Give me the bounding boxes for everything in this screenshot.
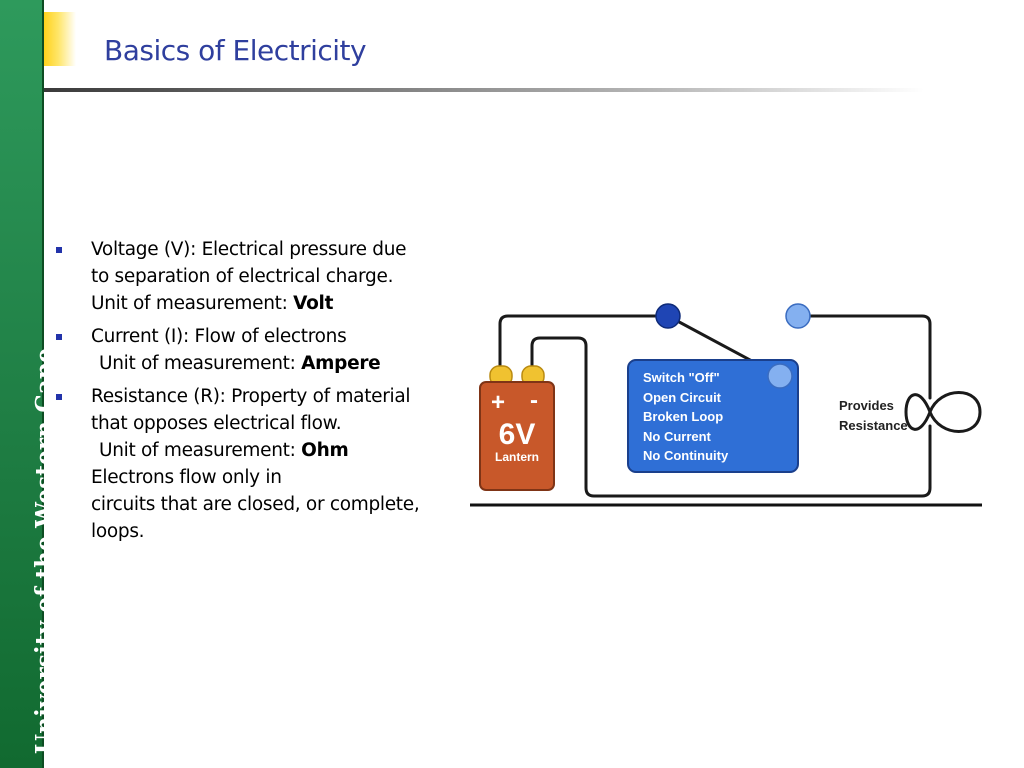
bullet-line: Voltage (V): Electrical pressure due	[91, 239, 407, 260]
bullet-square-icon	[56, 394, 62, 400]
wire-top-left	[498, 314, 670, 386]
battery: + - 6V Lantern	[479, 365, 555, 491]
battery-body	[479, 381, 555, 491]
battery-voltage-label: 6V	[499, 418, 536, 451]
wire-top-right	[796, 314, 932, 400]
title-divider	[44, 88, 924, 92]
switch-label-line: Broken Loop	[643, 409, 723, 424]
resistor-label-line: Provides	[839, 398, 894, 413]
bullet-line: Resistance (R): Property of material	[91, 386, 411, 407]
switch-contact-left	[655, 303, 681, 329]
bullet-line: Unit of measurement: Ampere	[99, 353, 381, 374]
bullet-line: Electrons flow only in	[91, 467, 282, 488]
bullet-line: Unit of measurement: Ohm	[99, 440, 349, 461]
battery-plus-label: +	[491, 389, 505, 416]
title-accent-bar	[44, 12, 76, 66]
bullet-line: that opposes electrical flow.	[91, 413, 342, 434]
bullet-voltage: Voltage (V): Electrical pressure due to …	[54, 236, 464, 317]
switch-label-line: Open Circuit	[643, 390, 722, 405]
bullet-line: to separation of electrical charge.	[91, 266, 394, 287]
bullet-current: Current (I): Flow of electrons Unit of m…	[54, 323, 464, 377]
battery-minus-label: -	[530, 387, 538, 414]
resistor-label-line: Resistance	[839, 418, 908, 433]
unit-volt: Volt	[293, 293, 334, 314]
bullet-resistance: Resistance (R): Property of material tha…	[54, 383, 464, 545]
switch-box	[627, 359, 799, 473]
resistor-loop	[904, 391, 982, 433]
bullet-line: loops.	[91, 521, 145, 542]
slide-title: Basics of Electricity	[104, 34, 367, 67]
switch-contact-right	[785, 303, 811, 329]
bullet-line: Current (I): Flow of electrons	[91, 326, 347, 347]
switch-label-line: No Current	[643, 429, 712, 444]
circuit-diagram: + - 6V Lantern Switch "Off" Open Circuit…	[470, 303, 982, 507]
bullet-square-icon	[56, 334, 62, 340]
bullet-list: Voltage (V): Electrical pressure due to …	[54, 236, 464, 551]
unit-ohm: Ohm	[301, 440, 349, 461]
switch-info-box: Switch "Off" Open Circuit Broken Loop No…	[627, 359, 799, 473]
switch-label-line: No Continuity	[643, 448, 729, 463]
battery-type-label: Lantern	[495, 450, 539, 464]
unit-ampere: Ampere	[301, 353, 381, 374]
bullet-line: Unit of measurement: Volt	[91, 293, 334, 314]
sidebar-banner: University of the Western Cape	[0, 0, 58, 768]
bullet-line: circuits that are closed, or complete,	[91, 494, 420, 515]
wire-bottom	[530, 336, 932, 498]
switch-label-line: Switch "Off"	[643, 370, 720, 385]
bullet-square-icon	[56, 247, 62, 253]
switch-lever-tip	[767, 363, 793, 389]
